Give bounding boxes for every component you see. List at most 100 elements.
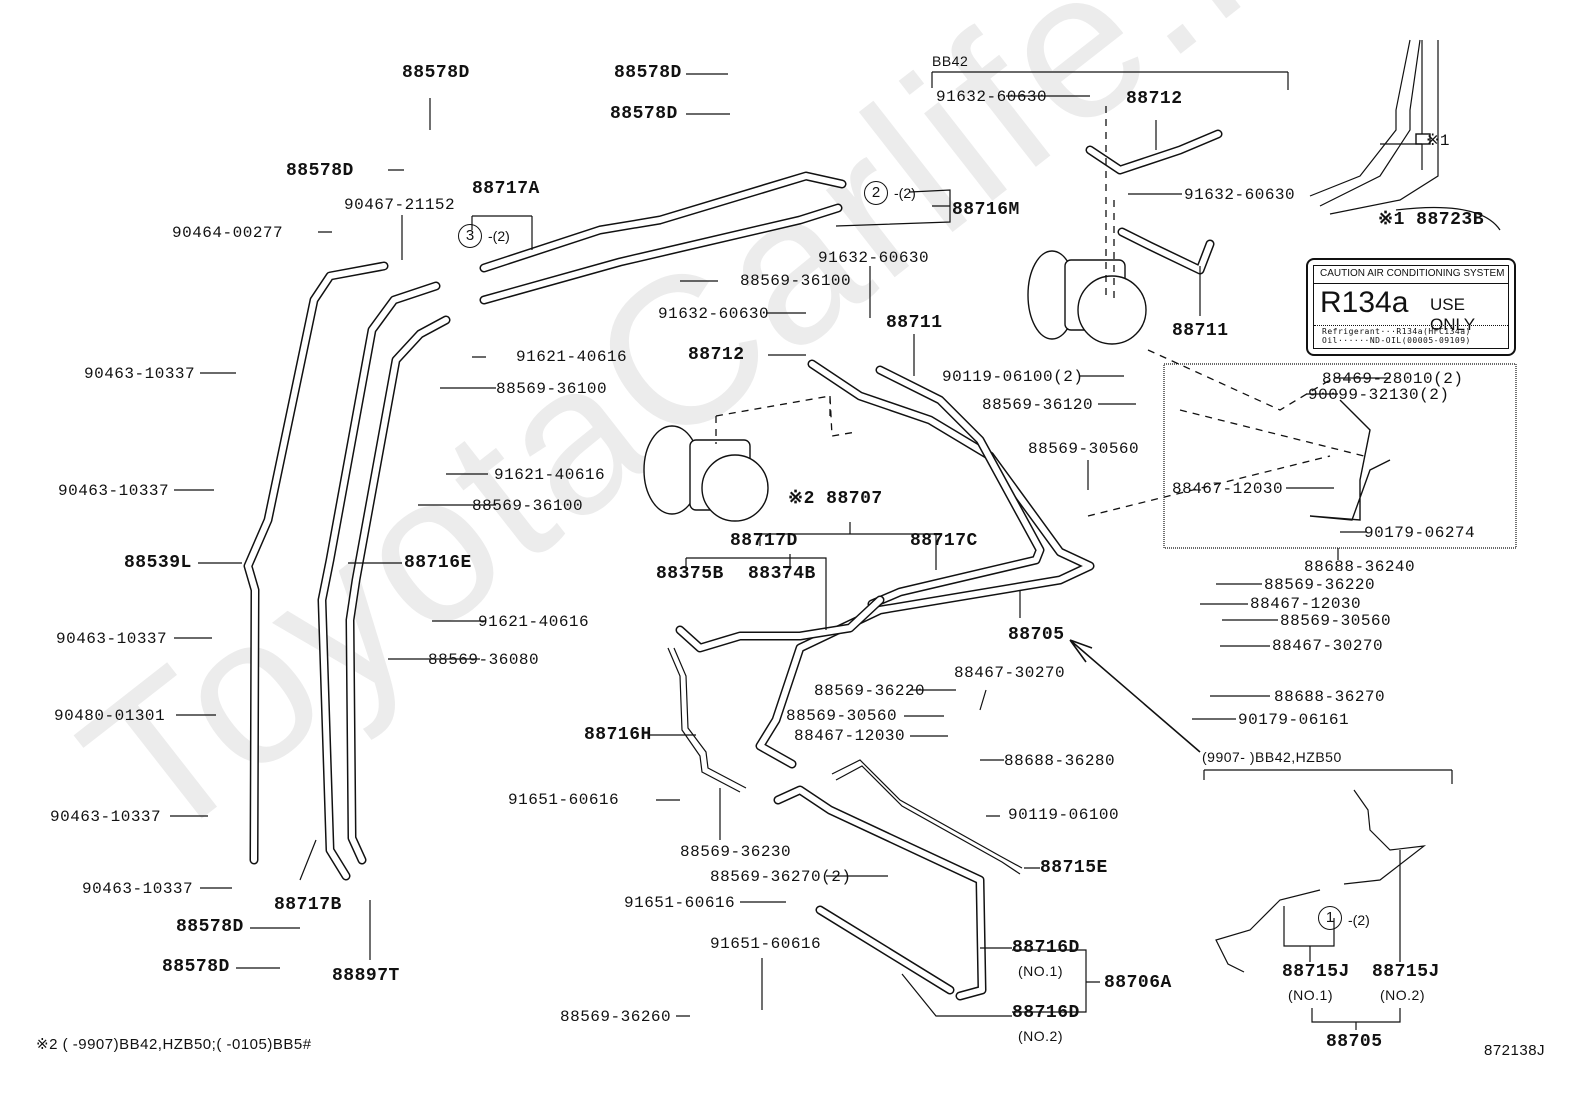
part-label[interactable]: 88374B [748, 564, 816, 584]
part-label[interactable]: 88467-12030 [794, 727, 906, 745]
part-label[interactable]: 90463-10337 [58, 482, 170, 500]
part-label[interactable]: 88569-36260 [560, 1008, 672, 1026]
part-label[interactable]: 88578D [162, 957, 230, 977]
part-label[interactable]: 90463-10337 [84, 365, 196, 383]
part-label[interactable]: 88716D [1012, 938, 1080, 958]
part-label[interactable]: 88705 [1326, 1032, 1383, 1052]
part-label[interactable]: 90464-00277 [172, 224, 284, 242]
part-label[interactable]: 88715J [1282, 962, 1350, 982]
tube-88716E [317, 281, 451, 881]
part-label[interactable]: 88717B [274, 895, 342, 915]
sub-note: (NO.1) [1288, 987, 1333, 1003]
part-label[interactable]: 91651-60616 [624, 894, 736, 912]
part-label[interactable]: 88711 [886, 313, 943, 333]
hose-88712-88711 [755, 359, 1095, 769]
part-label[interactable]: ※1 [1426, 132, 1451, 150]
part-label[interactable]: 88716E [404, 553, 472, 573]
bb42-hzb50-group-bracket [1203, 769, 1453, 784]
part-label[interactable]: 90099-32130(2) [1308, 386, 1450, 404]
part-label[interactable]: 88705 [1008, 625, 1065, 645]
part-label[interactable]: 91621-40616 [516, 348, 628, 366]
tube-88715E [831, 759, 1023, 875]
part-label[interactable]: 90463-10337 [56, 630, 168, 648]
part-label[interactable]: 88711 [1172, 321, 1229, 341]
part-label[interactable]: 88578D [286, 161, 354, 181]
part-label[interactable]: 88715J [1372, 962, 1440, 982]
part-label[interactable]: 88569-30560 [1280, 612, 1392, 630]
part-label[interactable]: 88688-36270 [1274, 688, 1386, 706]
part-label[interactable]: 91621-40616 [494, 466, 606, 484]
part-label[interactable]: 88716H [584, 725, 652, 745]
part-label[interactable]: 88688-36240 [1304, 558, 1416, 576]
part-label[interactable]: 91621-40616 [478, 613, 590, 631]
part-label[interactable]: ※1 88723B [1378, 210, 1484, 230]
part-label[interactable]: 88569-36230 [680, 843, 792, 861]
part-label[interactable]: 88715E [1040, 858, 1108, 878]
part-label[interactable]: 88569-36100 [472, 497, 584, 515]
callout-qty-1: -(2) [1348, 912, 1370, 928]
part-label[interactable]: 90119-06100(2) [942, 368, 1084, 386]
part-label[interactable]: 88467-12030 [1172, 480, 1284, 498]
sub-note: (NO.1) [1018, 963, 1063, 979]
part-label[interactable]: 88717D [730, 531, 798, 551]
arrow-to-88705 [1069, 639, 1201, 753]
part-label[interactable]: 88712 [1126, 89, 1183, 109]
part-label[interactable]: 88467-30270 [1272, 637, 1384, 655]
part-label[interactable]: 91632-60630 [818, 249, 930, 267]
part-label[interactable]: 88467-12030 [1250, 595, 1362, 613]
part-label[interactable]: 88716D [1012, 1003, 1080, 1023]
part-label[interactable]: 88706A [1104, 973, 1172, 993]
callout-qty-3: -(2) [488, 228, 510, 244]
part-label[interactable]: 88717A [472, 179, 540, 199]
oil-row: Oil······ND-OIL(00005-09109) [1322, 336, 1471, 345]
part-label[interactable]: 90179-06161 [1238, 711, 1350, 729]
part-label[interactable]: 90463-10337 [50, 808, 162, 826]
bracket-detail-box [1163, 363, 1517, 549]
part-label[interactable]: 88569-30560 [1028, 440, 1140, 458]
callout-circle-1: 1 [1318, 906, 1342, 930]
part-label[interactable]: 91632-60630 [936, 88, 1048, 106]
use-only-text: USE ONLY [1430, 295, 1476, 334]
part-label[interactable]: 90179-06274 [1364, 524, 1476, 542]
part-label[interactable]: 88578D [176, 917, 244, 937]
part-label[interactable]: 88897T [332, 966, 400, 986]
part-label[interactable]: 88712 [688, 345, 745, 365]
part-label[interactable]: 90480-01301 [54, 707, 166, 725]
part-label[interactable]: 88539L [124, 553, 192, 573]
sub-note: (NO.2) [1018, 1028, 1063, 1044]
part-label[interactable]: 90467-21152 [344, 196, 456, 214]
compressor-right [1027, 250, 1147, 345]
part-label[interactable]: 91632-60630 [1184, 186, 1296, 204]
part-label[interactable]: 88578D [402, 63, 470, 83]
part-label[interactable]: ※2 88707 [788, 489, 883, 509]
part-label[interactable]: 88688-36280 [1004, 752, 1116, 770]
group-label-bb42: BB42 [932, 53, 969, 69]
part-label[interactable]: 88569-36100 [496, 380, 608, 398]
part-label[interactable]: 88717C [910, 531, 978, 551]
hose-88539L [243, 261, 389, 865]
part-label[interactable]: 91651-60616 [710, 935, 822, 953]
part-label[interactable]: 88569-36080 [428, 651, 540, 669]
part-label[interactable]: 88578D [610, 104, 678, 124]
part-label[interactable]: 88569-36270(2) [710, 868, 852, 886]
part-label[interactable]: 88375B [656, 564, 724, 584]
part-label[interactable]: 88569-36220 [1264, 576, 1376, 594]
part-label[interactable]: 88578D [614, 63, 682, 83]
caution-label-88723B: CAUTION AIR CONDITIONING SYSTEM R134a US… [1306, 258, 1516, 356]
part-label[interactable]: 91651-60616 [508, 791, 620, 809]
part-label[interactable]: 90463-10337 [82, 880, 194, 898]
part-label[interactable]: 88467-30270 [954, 664, 1066, 682]
part-label[interactable]: 88569-36100 [740, 272, 852, 290]
part-label[interactable]: 88469-28010(2) [1322, 370, 1464, 388]
part-label[interactable]: 88569-30560 [786, 707, 898, 725]
part-label[interactable]: 88716M [952, 200, 1020, 220]
part-label[interactable]: 88569-36220 [814, 682, 926, 700]
bb42-group-bracket [931, 71, 1289, 90]
hose-88717D [675, 595, 885, 653]
part-label[interactable]: 91632-60630 [658, 305, 770, 323]
diagram-id: 872138J [1484, 1042, 1546, 1059]
part-label[interactable]: 88569-36120 [982, 396, 1094, 414]
tube-88716H [667, 647, 747, 793]
part-label[interactable]: 90119-06100 [1008, 806, 1120, 824]
